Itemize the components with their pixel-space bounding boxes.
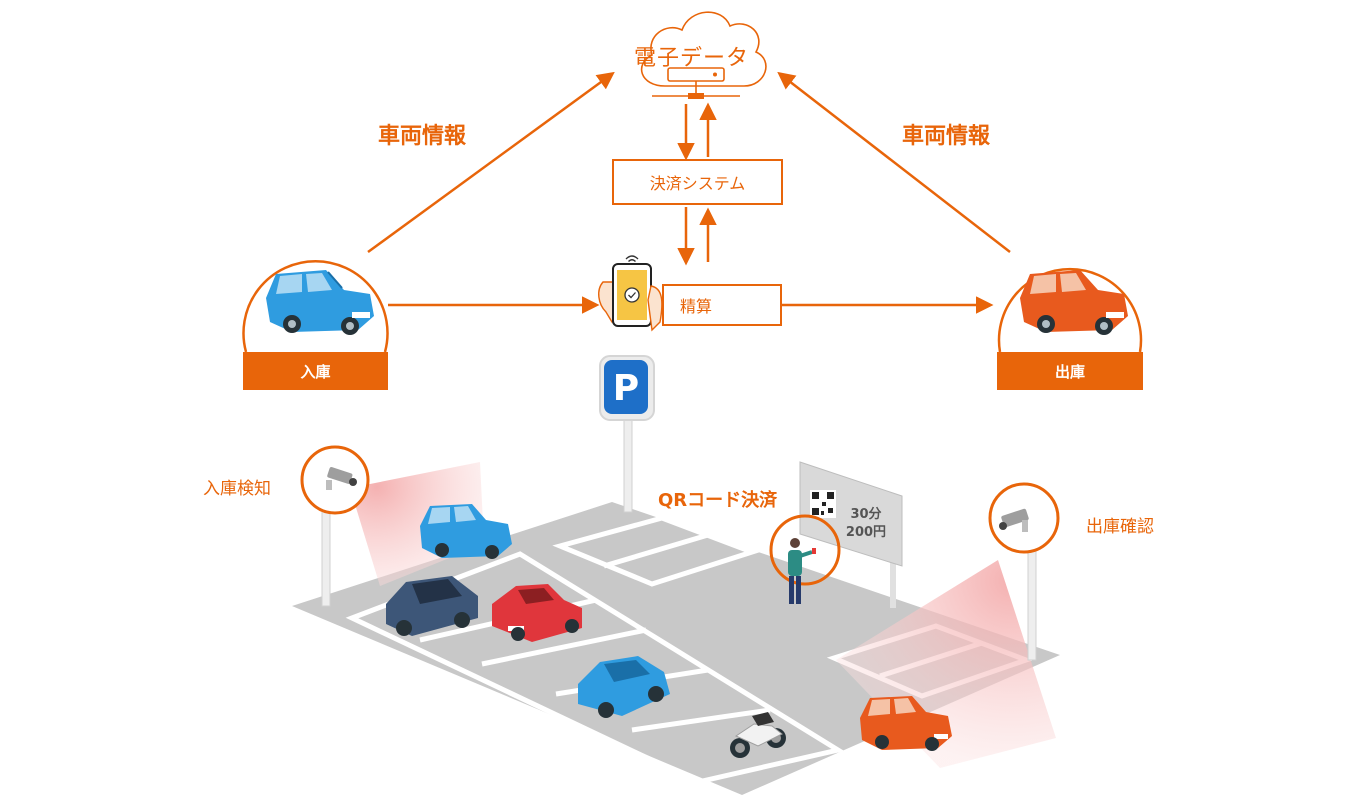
- qr-payment-label: QRコード決済: [658, 490, 778, 511]
- exit-label: 出庫: [1054, 362, 1085, 381]
- parking-sign-letter: P: [613, 368, 639, 409]
- vehicle-info-right-label: 車両情報: [902, 124, 991, 149]
- vehicle-info-left-label: 車両情報: [378, 124, 467, 149]
- cloud-label: 電子データ: [634, 46, 750, 71]
- stall-lines-middle: [552, 515, 760, 587]
- entry-car-badge: [242, 259, 389, 353]
- entry-label: 入庫: [300, 362, 331, 381]
- settlement-label: 精算: [680, 297, 713, 316]
- security-camera-icon: [326, 467, 357, 490]
- qr-payment-person: [769, 514, 841, 604]
- lot-blue-car: [578, 656, 670, 718]
- price-board: 30分 200円: [799, 461, 903, 608]
- cloud-icon: [640, 11, 767, 99]
- exit-car-badge: [997, 267, 1143, 353]
- arrow-entry-to-cloud: [367, 71, 615, 254]
- flow-arrows: [367, 71, 1011, 314]
- blue-car-icon: [266, 270, 374, 335]
- settlement-box: 精算: [662, 284, 782, 326]
- exit-badge: 出庫: [997, 352, 1143, 390]
- price-line-2: 200円: [846, 525, 886, 540]
- payment-system-label: 決済システム: [649, 174, 746, 193]
- smartphone-icon: [598, 255, 663, 332]
- motorcycle-icon: [730, 712, 786, 758]
- qr-code-icon: [810, 490, 836, 518]
- lot-orange-car-exiting: [860, 696, 952, 751]
- entry-badge: 入庫: [243, 352, 388, 390]
- price-line-1: 30分: [850, 506, 881, 522]
- exit-camera: [988, 482, 1060, 661]
- orange-car-icon: [1020, 270, 1128, 335]
- entry-detection-label: 入庫検知: [203, 479, 271, 499]
- entry-camera: [300, 445, 370, 607]
- lot-red-car: [492, 584, 582, 642]
- security-camera-icon: [999, 508, 1029, 532]
- lot-blue-car-entering: [420, 504, 512, 559]
- arrow-exit-to-cloud: [777, 71, 1011, 253]
- exit-confirmation-label: 出庫確認: [1086, 517, 1154, 537]
- parking-p-sign: P: [599, 355, 655, 513]
- lot-navy-car: [386, 576, 478, 636]
- payment-system-box: 決済システム: [612, 159, 783, 205]
